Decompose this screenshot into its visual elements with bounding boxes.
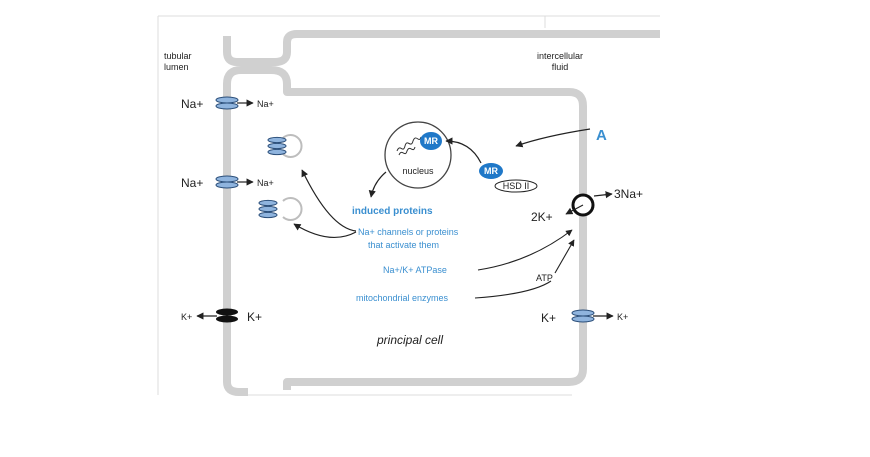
twok-arrow [565,204,584,215]
k-right-inner: K+ [541,311,556,325]
hsd-label: HSD II [503,181,530,191]
tubular-lumen-label-2: lumen [164,62,189,72]
k-right-outer: K+ [617,312,628,322]
hsd-enzyme-oval [494,179,538,193]
intercellular-label-1: intercellular [537,51,583,61]
na-left-top-outer: Na+ [181,97,203,111]
k-left-outer: K+ [181,312,192,322]
atp-label: ATP [536,273,553,283]
proteins-to-vesicle-upper-arrow [301,169,357,232]
mr-nucleus-badge [420,132,442,150]
twok-label: 2K+ [531,210,553,224]
dna-coil-icon [396,136,422,156]
na-channels-label-2: that activate them [368,240,439,250]
mr-nucleus-label: MR [424,136,438,146]
atp-arrow [554,239,575,274]
cell-membrane [223,30,660,396]
threena-arrow [593,191,613,199]
mr-cyto-label: MR [484,166,498,176]
mito-line [474,280,552,299]
na-left-mid-inner: Na+ [257,178,274,188]
aldosterone-arrow [515,128,591,148]
na-left-mid-outer: Na+ [181,176,203,190]
induced-proteins-label: induced proteins [352,206,433,217]
na-channel-mid-icon [215,175,239,189]
mr-cyto-badge [479,163,503,179]
atpase-label: Na+/K+ ATPase [383,265,447,275]
tubular-lumen-label-1: tubular [164,51,192,61]
k-left-inner: K+ [247,310,262,324]
proteins-to-vesicle-lower-arrow [293,223,357,238]
vesicle-lower-icon [258,197,303,221]
na-channel-top-icon [215,96,239,110]
k-channel-left-icon [216,308,238,323]
aldosterone-label: A [596,127,607,144]
mito-label: mitochondrial enzymes [356,293,449,303]
nucleus-circle [384,121,452,189]
na-channels-label-1: Na+ channels or proteins [358,227,459,237]
principal-cell-label: principal cell [376,333,443,347]
na-left-top-inner: Na+ [257,99,274,109]
nucleus-label: nucleus [402,166,434,176]
intercellular-label-2: fluid [552,62,569,72]
nucleus-to-proteins-arrow [368,171,387,198]
vesicle-upper-icon [267,134,303,158]
k-channel-right-icon [571,309,595,323]
mr-to-nucleus-arrow [445,137,482,164]
threena-label: 3Na+ [614,187,643,201]
atpase-arrow [477,229,573,271]
